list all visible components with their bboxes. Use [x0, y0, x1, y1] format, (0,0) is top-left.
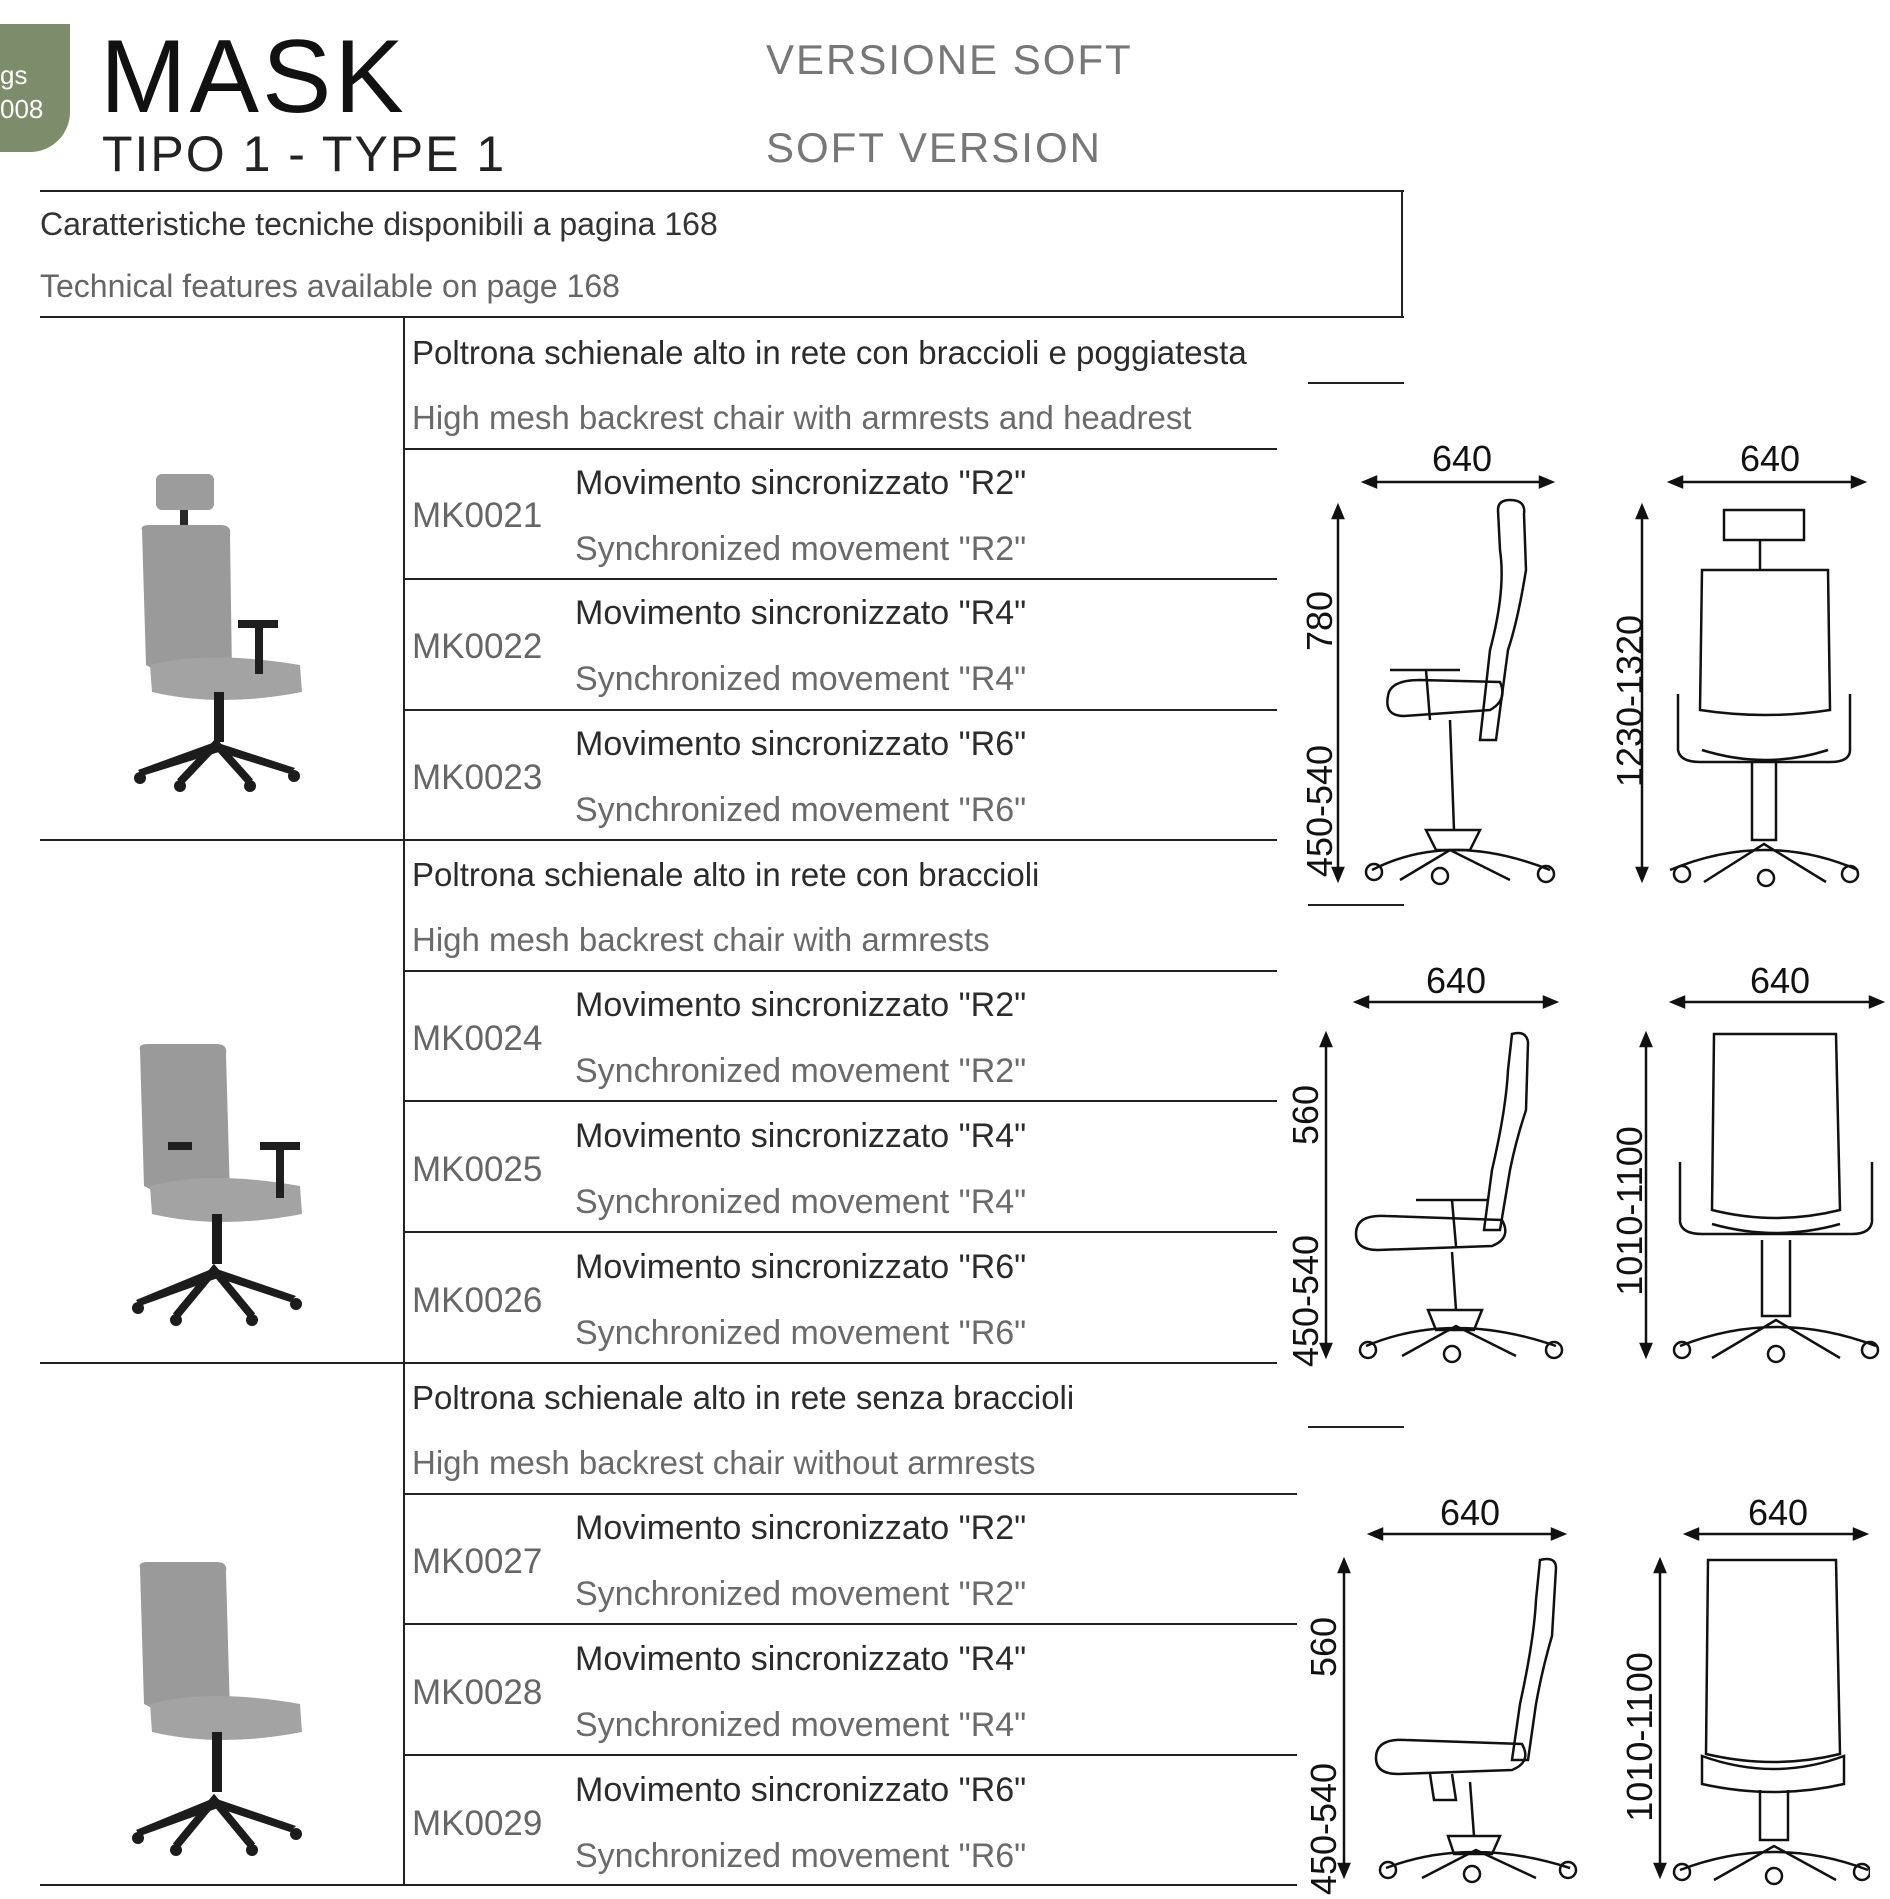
movement-en: Synchronized movement "R6": [575, 1314, 1027, 1352]
dim-side-width: 640: [1426, 960, 1487, 1001]
product-code: MK0027: [412, 1542, 543, 1581]
movement-en: Synchronized movement "R6": [575, 791, 1027, 829]
group-title-en: High mesh backrest chair without armrest…: [412, 1444, 1036, 1481]
note-it: Caratteristiche tecniche disponibili a p…: [40, 206, 718, 242]
product-code: MK0024: [412, 1019, 543, 1058]
table-divider: [403, 318, 405, 1886]
product-code: MK0029: [412, 1804, 543, 1843]
group-title-it: Poltrona schienale alto in rete con brac…: [412, 856, 1040, 893]
badge-line-2: 008: [0, 94, 44, 124]
product-code: MK0028: [412, 1673, 543, 1712]
movement-en: Synchronized movement "R2": [575, 1575, 1027, 1613]
chair-photo-headrest: [134, 474, 302, 792]
row-rule: [405, 1623, 1297, 1625]
row-rule: [405, 1100, 1277, 1102]
note-right-rule: [1401, 190, 1403, 318]
product-code: MK0025: [412, 1150, 543, 1189]
group-top-rule: [40, 1362, 1277, 1364]
movement-en: Synchronized movement "R4": [575, 660, 1027, 698]
row-rule: [405, 709, 1277, 711]
table-bottom-rule: [40, 1884, 1297, 1886]
row-rule: [405, 1754, 1297, 1756]
chair-photo-armrests: [132, 1044, 302, 1326]
version-it: VERSIONE SOFT: [766, 36, 1133, 83]
product-type: TIPO 1 - TYPE 1: [102, 126, 507, 182]
product-code: MK0023: [412, 758, 543, 797]
brand-badge: gs 008: [0, 24, 70, 152]
movement-it: Movimento sincronizzato "R4": [575, 1117, 1027, 1155]
product-title: MASK: [100, 19, 407, 135]
badge-line-1: gs: [0, 60, 28, 90]
product-code: MK0021: [412, 496, 543, 535]
dim-side-width: 640: [1432, 438, 1493, 479]
dim-front-width: 640: [1748, 1492, 1809, 1533]
product-code: MK0026: [412, 1281, 543, 1320]
movement-it: Movimento sincronizzato "R4": [575, 1640, 1027, 1678]
row-rule: [405, 448, 1277, 450]
group-side-rule: [1308, 904, 1404, 906]
movement-it: Movimento sincronizzato "R6": [575, 725, 1027, 763]
movement-it: Movimento sincronizzato "R4": [575, 594, 1027, 632]
chair-photo-no-armrests: [132, 1562, 302, 1856]
dimension-drawing-armrests: [1319, 995, 1886, 1364]
group-side-rule: [1308, 1426, 1404, 1428]
movement-it: Movimento sincronizzato "R2": [575, 1509, 1027, 1547]
group-top-rule: [40, 839, 1277, 841]
dimension-drawing-no-armrests: [1337, 1527, 1870, 1886]
note-bottom-rule: [40, 316, 1404, 318]
note-en: Technical features available on page 168: [40, 268, 620, 304]
movement-it: Movimento sincronizzato "R2": [575, 464, 1027, 502]
row-rule: [405, 1231, 1277, 1233]
dim-side-width: 640: [1440, 1492, 1501, 1533]
movement-it: Movimento sincronizzato "R2": [575, 986, 1027, 1024]
dimension-drawing-headrest: [1331, 475, 1868, 888]
group-title-en: High mesh backrest chair with armrests: [412, 921, 990, 958]
version-en: SOFT VERSION: [766, 124, 1102, 171]
movement-en: Synchronized movement "R6": [575, 1837, 1027, 1875]
note-top-rule: [40, 190, 1404, 192]
row-rule: [405, 970, 1277, 972]
group-title-it: Poltrona schienale alto in rete senza br…: [412, 1379, 1075, 1416]
row-rule: [405, 1493, 1297, 1495]
movement-en: Synchronized movement "R2": [575, 1052, 1027, 1090]
dim-front-width: 640: [1740, 438, 1801, 479]
movement-en: Synchronized movement "R4": [575, 1183, 1027, 1221]
movement-it: Movimento sincronizzato "R6": [575, 1771, 1027, 1809]
badge-text: gs 008: [0, 58, 43, 126]
movement-en: Synchronized movement "R4": [575, 1706, 1027, 1744]
dim-front-width: 640: [1750, 960, 1811, 1001]
group-title-en: High mesh backrest chair with armrests a…: [412, 399, 1192, 436]
group-title-it: Poltrona schienale alto in rete con brac…: [412, 334, 1247, 371]
product-code: MK0022: [412, 627, 543, 666]
movement-en: Synchronized movement "R2": [575, 530, 1027, 568]
row-rule: [405, 578, 1277, 580]
group-side-rule: [1308, 382, 1404, 384]
movement-it: Movimento sincronizzato "R6": [575, 1248, 1027, 1286]
